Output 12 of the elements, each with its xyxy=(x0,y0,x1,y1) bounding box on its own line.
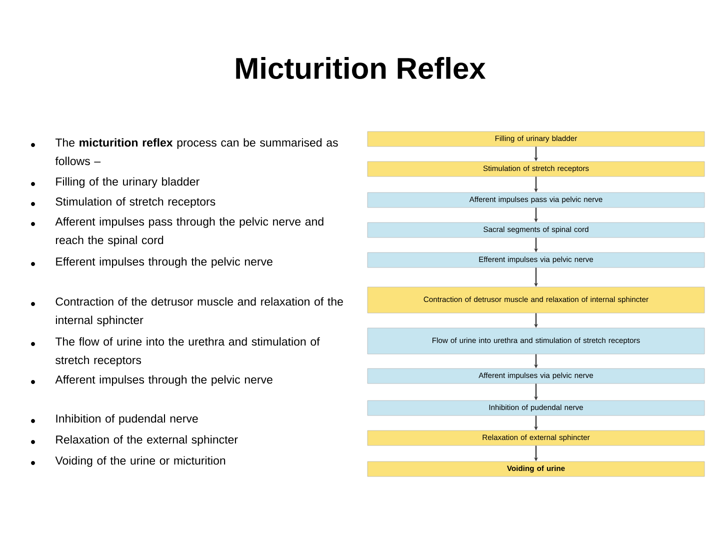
bullet-text: Efferent impulses through the pelvic nerve xyxy=(56,257,272,268)
bullet-text: Afferent impulses pass through the pelvic nerve and reach the spinal cord xyxy=(55,217,324,246)
bullet-text: Relaxation of the external sphincter xyxy=(56,435,238,446)
bullet-text: Inhibition of pudendal nerve xyxy=(56,414,198,425)
bullet-text: The micturition reflex process can be summarised as follows – xyxy=(55,138,338,166)
bullet-text: Stimulation of stretch receptors xyxy=(56,197,216,208)
title: Micturition Reflex xyxy=(236,57,486,80)
bullet-text: Afferent impulses through the pelvic nerve xyxy=(55,375,272,386)
bullet-text: Contraction of the detrusor muscle and relaxation of the internal sphincter xyxy=(56,297,343,326)
bullet-text: The flow of urine into the urethra and stimulation of stretch receptors xyxy=(55,337,320,366)
bullet-text: Filling of the urinary bladder xyxy=(56,177,200,188)
bullet-text: Voiding of the urine or micturition xyxy=(55,456,226,467)
